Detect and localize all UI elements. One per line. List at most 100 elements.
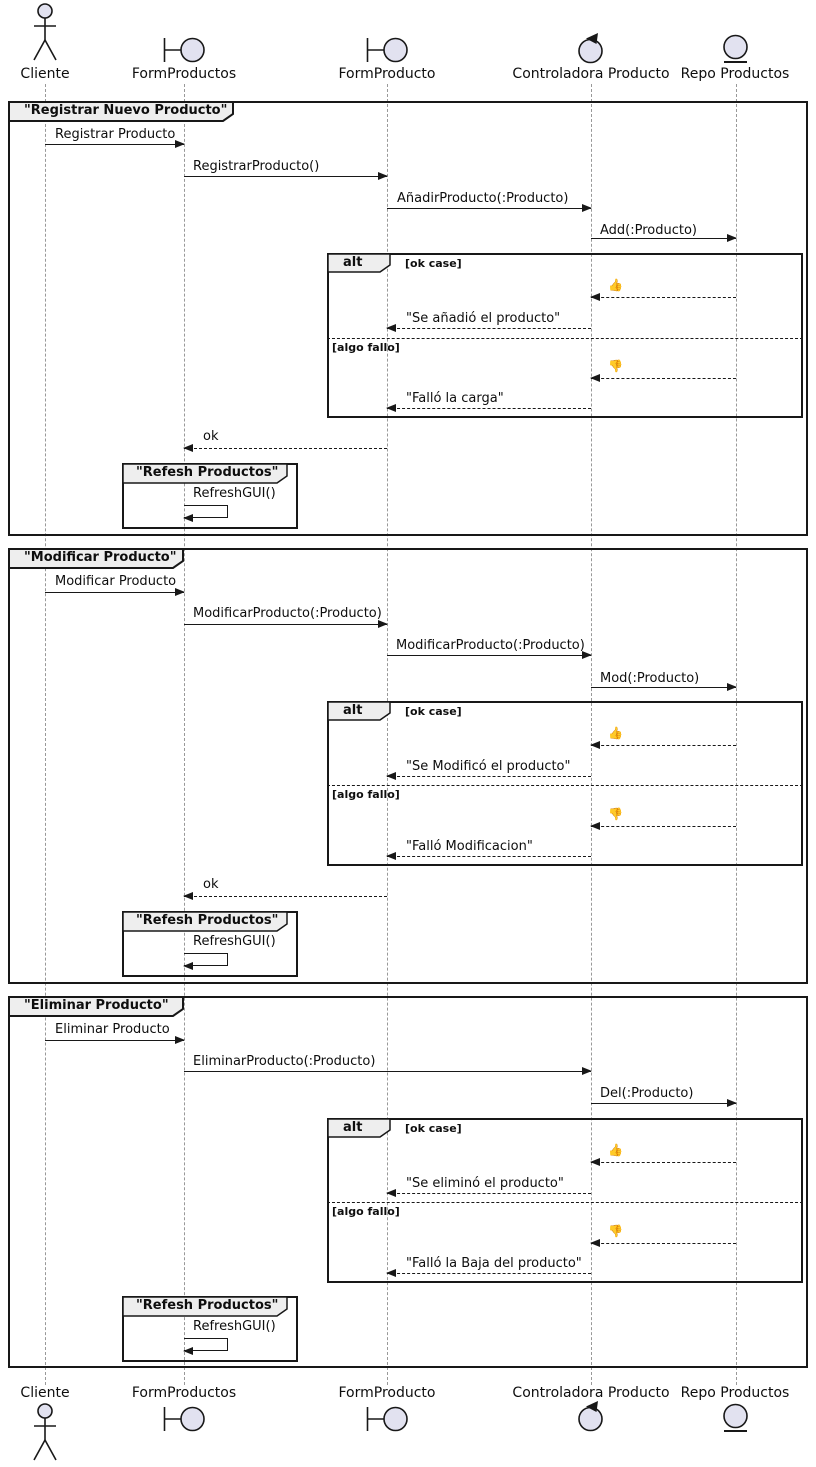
participant-label-controladora: Controladora Producto xyxy=(512,1385,670,1401)
arrowhead-right-icon xyxy=(175,1036,185,1044)
message-label: "Falló la carga" xyxy=(406,391,504,406)
arrowhead-left-icon xyxy=(386,404,396,412)
control-icon xyxy=(577,1400,604,1432)
guard-ok: [ok case] xyxy=(405,1122,462,1135)
thumb-up-icon: 👍 xyxy=(608,278,623,292)
participant-label-repo: Repo Productos xyxy=(680,66,790,82)
message-label: Del(:Producto) xyxy=(600,1086,694,1101)
fragment-title: "Eliminar Producto" xyxy=(24,998,169,1013)
alt-fragment xyxy=(327,701,803,866)
self-call-arrow xyxy=(183,505,228,522)
arrowhead-left-icon xyxy=(386,324,396,332)
alt-keyword: alt xyxy=(343,255,363,270)
participant-label-controladora: Controladora Producto xyxy=(512,66,670,82)
message-label: "Se eliminó el producto" xyxy=(406,1176,564,1191)
guard-fail: [algo fallo] xyxy=(332,341,400,354)
arrowhead-left-icon xyxy=(590,1158,600,1166)
alt-divider xyxy=(327,338,803,339)
fragment-title: "Modificar Producto" xyxy=(24,550,177,565)
guard-fail: [algo fallo] xyxy=(332,788,400,801)
participant-label-formproducto: FormProducto xyxy=(338,66,436,82)
message-label: Add(:Producto) xyxy=(600,223,698,238)
guard-ok: [ok case] xyxy=(405,705,462,718)
message-arrow xyxy=(45,140,185,148)
alt-tab: alt xyxy=(327,701,391,721)
arrowhead-left-icon xyxy=(590,822,600,830)
arrowhead-left-icon xyxy=(386,852,396,860)
guard-ok: [ok case] xyxy=(405,257,462,270)
participant-label-formproducto: FormProducto xyxy=(338,1385,436,1401)
arrowhead-left-icon xyxy=(183,892,193,900)
message-arrow xyxy=(591,1099,737,1107)
lifeline-formproducto xyxy=(386,84,388,1385)
return-arrow xyxy=(183,892,387,900)
fragment-title: "Registrar Nuevo Producto" xyxy=(24,103,228,118)
arrowhead-right-icon xyxy=(582,651,592,659)
alt-divider xyxy=(327,785,803,786)
arrowhead-right-icon xyxy=(727,1099,737,1107)
alt-tab: alt xyxy=(327,253,391,273)
message-arrow xyxy=(387,651,592,659)
thumb-up-icon: 👍 xyxy=(608,1143,623,1157)
fragment-modificar-tab: "Modificar Producto" xyxy=(8,548,184,569)
return-arrow xyxy=(386,1189,591,1197)
lifeline-cliente xyxy=(44,84,46,1385)
return-arrow xyxy=(183,444,387,452)
actor-icon xyxy=(30,2,60,64)
boundary-icon xyxy=(366,1405,408,1433)
return-arrow xyxy=(590,822,736,830)
message-label: Eliminar Producto xyxy=(55,1022,170,1037)
arrowhead-right-icon xyxy=(378,172,388,180)
message-label: RefreshGUI() xyxy=(193,1319,276,1334)
thumb-down-icon: 👎 xyxy=(608,359,623,373)
boundary-icon xyxy=(163,36,205,64)
message-label: AñadirProducto(:Producto) xyxy=(397,191,569,206)
guard-fail: [algo fallo] xyxy=(332,1205,400,1218)
lifeline-formproductos xyxy=(183,84,185,1385)
message-label: ModificarProducto(:Producto) xyxy=(193,606,382,621)
message-label: Modificar Producto xyxy=(55,574,177,589)
group-title: "Refesh Productos" xyxy=(136,1298,279,1313)
group-refresh-tab: "Refesh Productos" xyxy=(122,463,288,484)
arrowhead-left-icon xyxy=(183,1347,193,1355)
alt-fragment xyxy=(327,253,803,418)
group-refresh-tab: "Refesh Productos" xyxy=(122,1296,288,1317)
entity-icon xyxy=(722,1403,749,1434)
return-arrow xyxy=(386,324,591,332)
arrowhead-right-icon xyxy=(175,588,185,596)
message-arrow xyxy=(591,683,737,691)
message-label: Registrar Producto xyxy=(55,127,176,142)
participant-label-formproductos: FormProductos xyxy=(131,1385,237,1401)
return-arrow xyxy=(386,772,591,780)
message-arrow xyxy=(387,204,592,212)
return-arrow xyxy=(590,1158,736,1166)
lifeline-controladora-producto xyxy=(590,84,592,1385)
message-label: RegistrarProducto() xyxy=(193,159,320,174)
alt-fragment xyxy=(327,1118,803,1283)
participant-label-cliente: Cliente xyxy=(20,66,70,82)
arrowhead-right-icon xyxy=(727,683,737,691)
message-label: ok xyxy=(203,877,219,892)
message-label: RefreshGUI() xyxy=(193,486,276,501)
fragment-registrar xyxy=(8,101,808,536)
return-arrow xyxy=(386,404,591,412)
message-label: EliminarProducto(:Producto) xyxy=(193,1054,376,1069)
thumb-up-icon: 👍 xyxy=(608,726,623,740)
message-arrow xyxy=(184,620,388,628)
group-title: "Refesh Productos" xyxy=(136,913,279,928)
alt-keyword: alt xyxy=(343,1120,363,1135)
return-arrow xyxy=(590,741,736,749)
message-arrow xyxy=(591,234,737,242)
message-arrow xyxy=(45,1036,185,1044)
control-icon xyxy=(577,32,604,64)
thumb-down-icon: 👎 xyxy=(608,807,623,821)
fragment-eliminar-tab: "Eliminar Producto" xyxy=(8,996,184,1017)
arrowhead-left-icon xyxy=(590,293,600,301)
arrowhead-right-icon xyxy=(582,1067,592,1075)
message-label: ok xyxy=(203,429,219,444)
fragment-eliminar xyxy=(8,996,808,1368)
group-refresh-tab: "Refesh Productos" xyxy=(122,911,288,932)
arrowhead-left-icon xyxy=(590,374,600,382)
self-call-arrow xyxy=(183,1338,228,1355)
